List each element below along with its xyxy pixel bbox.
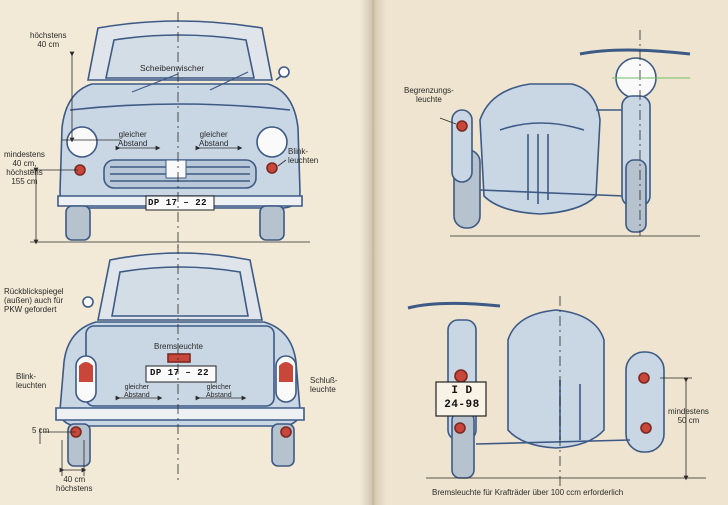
windshield [105, 34, 255, 79]
car-rear-view [55, 252, 305, 467]
rear-indicators-label: Blink- leuchten [16, 372, 47, 390]
mirror-note-label: Rückblickspiegel (außen) auch für PKW ge… [4, 287, 64, 314]
front-license-plate: DP 17 – 22 [148, 198, 208, 208]
left-headlight [66, 126, 98, 158]
motorcycle-plate-text: I D 24-98 [444, 385, 480, 411]
sidecar-rear-view [407, 301, 665, 479]
book-gutter [360, 0, 386, 505]
equal-distance-left-label: gleicher Abstand [118, 130, 148, 148]
rear-equal-distance-left-label: gleicher Abstand [124, 384, 150, 399]
right-reflector [280, 426, 292, 438]
dim-40cm-max-label: 40 cm höchstens [56, 475, 93, 493]
dim-5cm-label: 5 cm [32, 426, 50, 435]
right-indicator-lamp [266, 162, 278, 174]
car-front-view [57, 20, 303, 241]
brake-light [167, 353, 191, 363]
tail-light-label: Schluß- leuchte [310, 376, 338, 394]
min-height-label: mindestens 50 cm [668, 407, 709, 425]
wiper-label: Scheibenwischer [140, 63, 205, 73]
height-range-label: mindestens 40 cm, höchstens 155 cm [4, 150, 45, 186]
caption-text: Bremsleuchte für Krafträder über 100 ccm… [432, 488, 624, 497]
motorcycle-tail-lamp [454, 369, 468, 383]
brake-light-label: Bremsleuchte [154, 342, 203, 351]
rear-mirror [82, 296, 94, 308]
equal-distance-right-label: gleicher Abstand [199, 130, 229, 148]
front-indicators-label: Blink- leuchten [288, 147, 319, 165]
right-headlight [256, 126, 288, 158]
rear-equal-distance-right-label: gleicher Abstand [206, 384, 232, 399]
sidecar-tail-lamp [638, 372, 650, 384]
sidecar-fender [625, 351, 665, 453]
sidecar-front-view [451, 48, 691, 233]
rear-license-plate: DP 17 – 22 [150, 368, 210, 378]
rear-dimension-lines [39, 244, 247, 480]
right-rear-lines [426, 296, 706, 486]
sidecar-reflector [640, 422, 652, 434]
right-front-lines [439, 30, 700, 237]
marker-light-label: Begrenzungs- leuchte [404, 86, 454, 104]
motorcycle-reflector [454, 422, 466, 434]
rear-window [111, 266, 249, 317]
max-height-label: höchstens 40 cm [30, 31, 67, 49]
front-dimension-lines [30, 12, 310, 250]
motorcycle-plate [435, 381, 487, 417]
